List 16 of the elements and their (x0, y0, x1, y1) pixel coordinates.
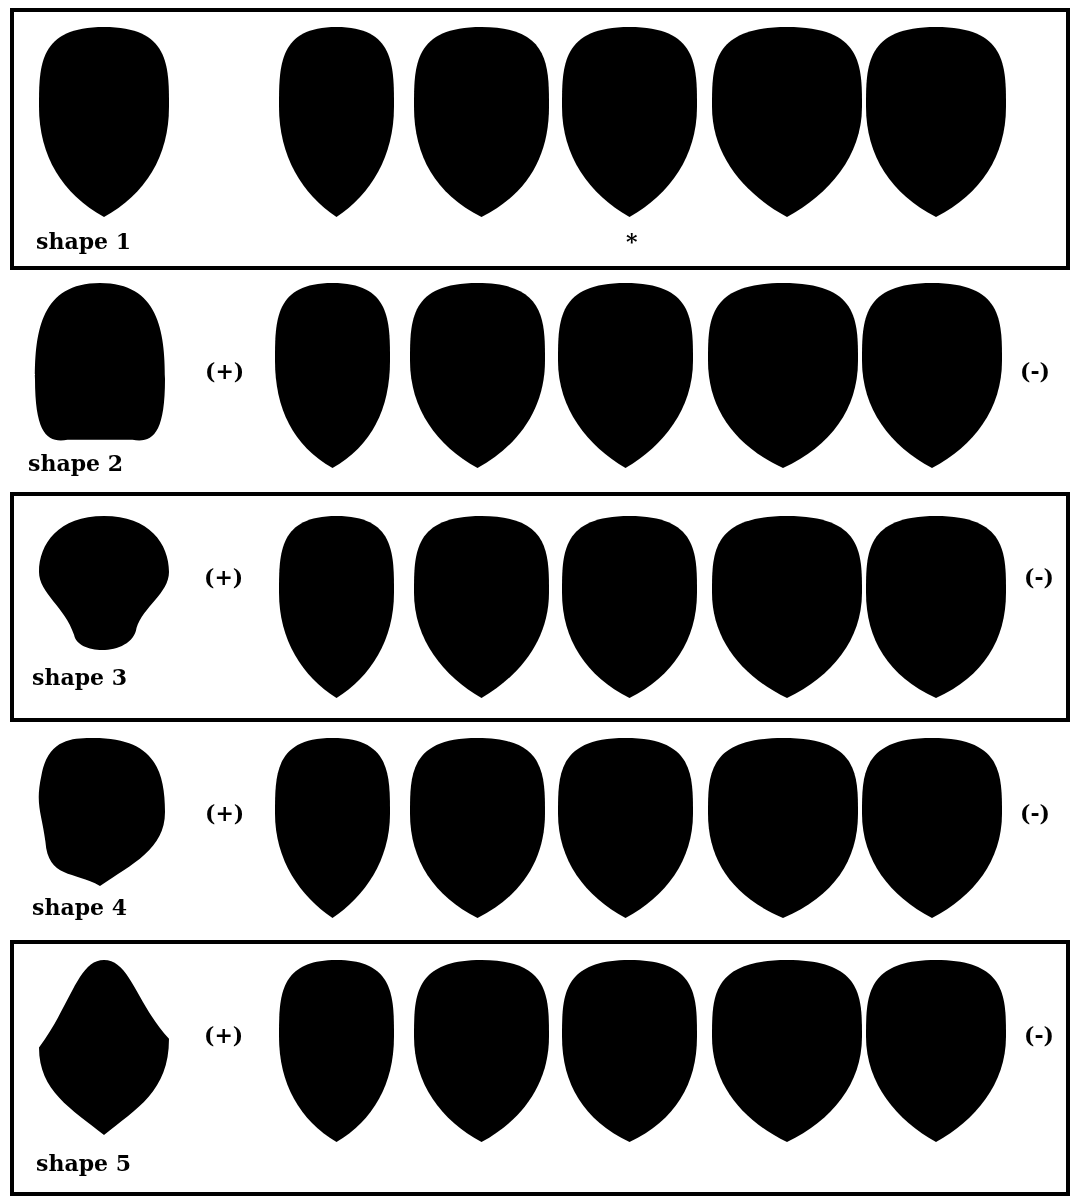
sign-label: (+) (205, 802, 245, 824)
row-frame (10, 940, 1070, 1196)
sign-label: (+) (204, 1024, 244, 1046)
shape-label: shape 1 (36, 230, 131, 252)
row-frame (10, 492, 1070, 722)
sign-label: (+) (205, 360, 245, 382)
row-frame (10, 8, 1070, 270)
sign-label: (-) (1024, 566, 1054, 588)
sign-label: * (626, 230, 638, 252)
sign-label: (+) (204, 566, 244, 588)
shape-label: shape 4 (32, 896, 127, 918)
sign-label: (-) (1020, 802, 1050, 824)
shape-label: shape 5 (36, 1152, 131, 1174)
sign-label: (-) (1020, 360, 1050, 382)
sign-label: (-) (1024, 1024, 1054, 1046)
shape-label: shape 3 (32, 666, 127, 688)
